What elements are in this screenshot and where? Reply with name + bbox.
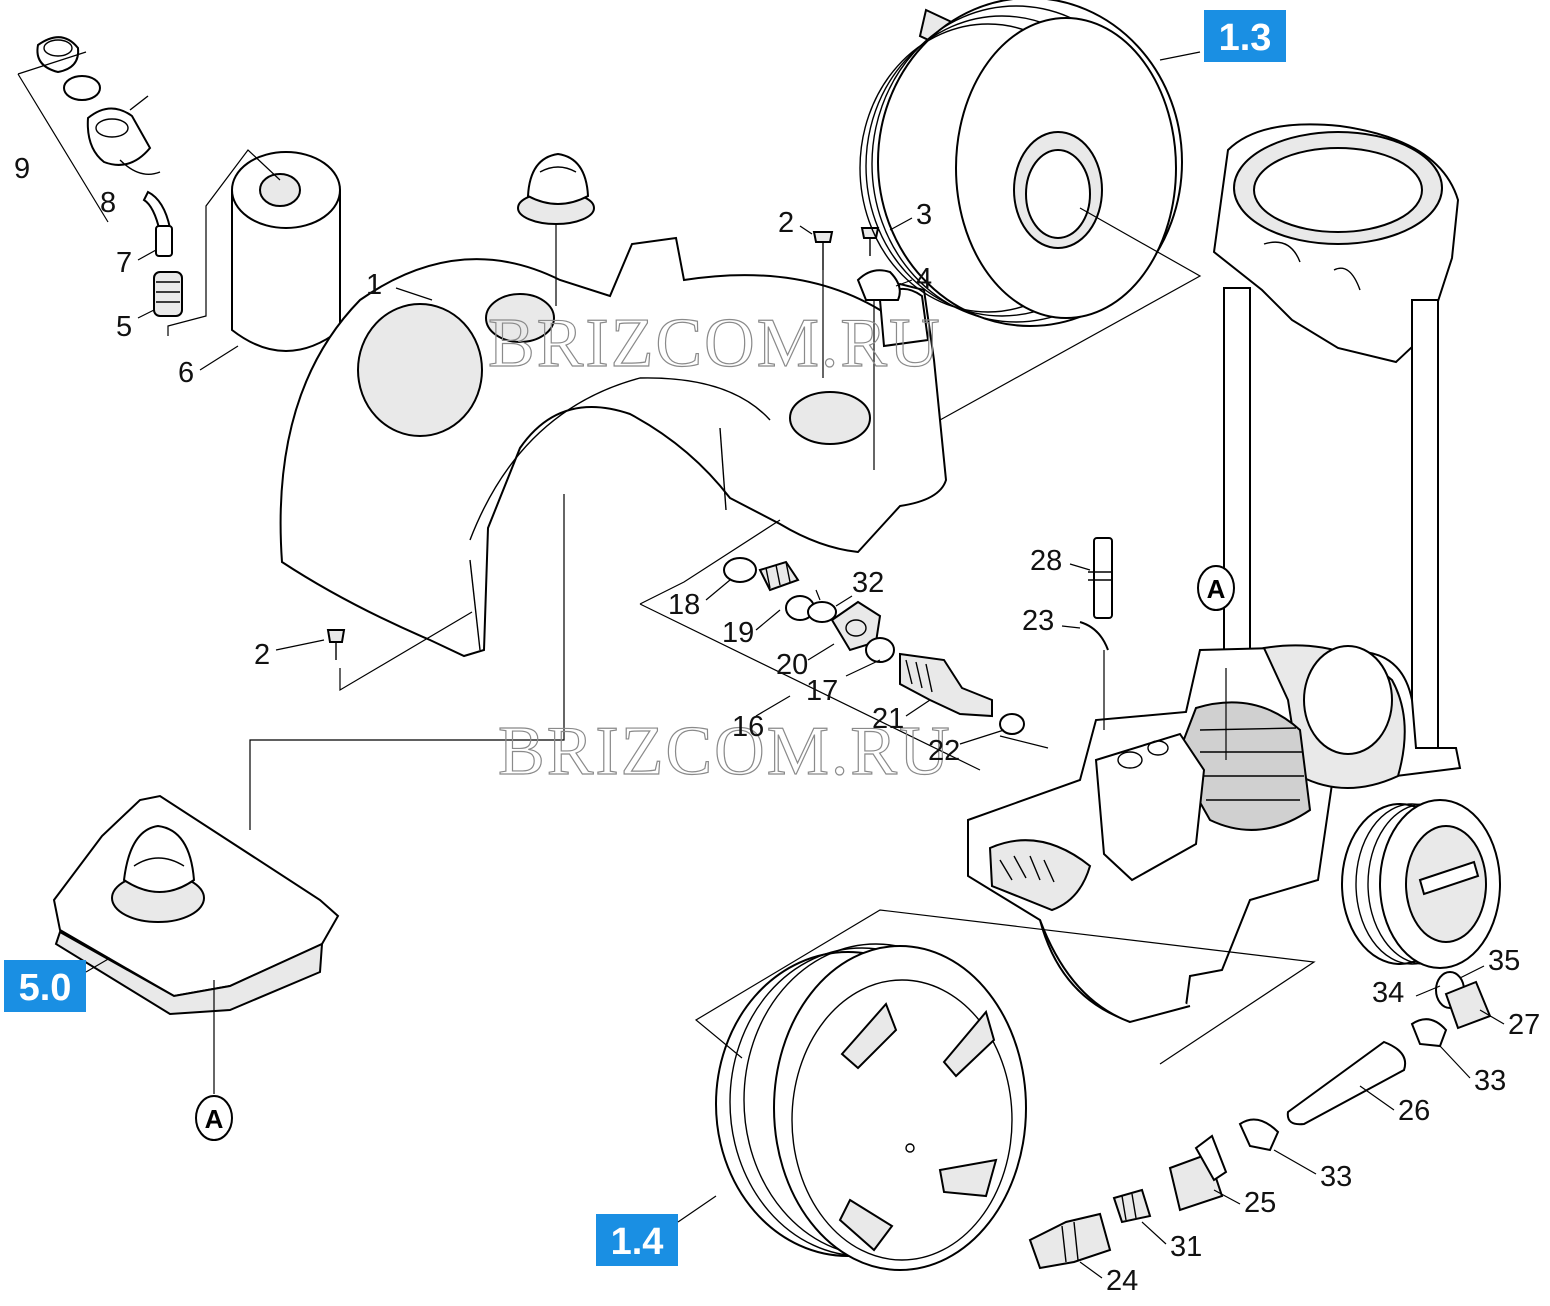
- callout-25: 25: [1244, 1187, 1276, 1219]
- callout-20: 20: [776, 649, 808, 681]
- callout-31: 31: [1170, 1231, 1202, 1263]
- upper-wheel: [859, 0, 1202, 421]
- callout-18: 18: [668, 589, 700, 621]
- callout-22: 22: [928, 735, 960, 767]
- badge-1-3: 1.3: [1204, 10, 1286, 62]
- reference-mark-lower-left-text: A: [205, 1104, 224, 1134]
- callout-9: 9: [14, 153, 30, 185]
- callout-6: 6: [178, 357, 194, 389]
- callout-19: 19: [722, 617, 754, 649]
- valve-cap-assembly: [17, 36, 183, 317]
- callout-26: 26: [1398, 1095, 1430, 1127]
- callout-labels: 1 2 2 3 4 5 6 7 8 9 16 17 18 19 20 21 22…: [14, 153, 1540, 1297]
- pump-motor-frame: [967, 644, 1462, 1024]
- callout-21: 21: [872, 703, 904, 735]
- hose-connection-parts: [1028, 971, 1492, 1270]
- callout-24: 24: [1106, 1265, 1138, 1297]
- callout-7: 7: [116, 247, 132, 279]
- badge-1-3-text: 1.3: [1219, 17, 1272, 59]
- control-box: [52, 494, 565, 1094]
- callout-4: 4: [916, 263, 932, 295]
- callout-1: 1: [366, 269, 382, 301]
- callout-33-lower: 33: [1320, 1161, 1352, 1193]
- callout-8: 8: [100, 187, 116, 219]
- shaft-and-clip: [1079, 537, 1113, 730]
- callout-34: 34: [1372, 977, 1404, 1009]
- watermark-upper: BRIZCOM.RU: [488, 305, 942, 382]
- callout-28: 28: [1030, 545, 1062, 577]
- callout-33-upper: 33: [1474, 1065, 1506, 1097]
- callout-2-top: 2: [778, 207, 794, 239]
- detergent-tank: [167, 149, 341, 352]
- reference-mark-right-text: A: [1207, 574, 1226, 604]
- callout-2-left: 2: [254, 639, 270, 671]
- badge-1-4: 1.4: [596, 1195, 717, 1266]
- callout-17: 17: [806, 675, 838, 707]
- main-housing: [279, 236, 948, 658]
- screws-and-clip: [326, 227, 901, 692]
- badge-5-0: 5.0: [4, 957, 111, 1012]
- watermark-lower: BRIZCOM.RU: [498, 713, 952, 790]
- reference-mark-right: A: [1197, 565, 1235, 611]
- callout-23: 23: [1022, 605, 1054, 637]
- housing-knob: [517, 152, 595, 306]
- reference-mark-lower-left: A: [195, 1095, 233, 1141]
- callout-3: 3: [916, 199, 932, 231]
- badge-1-4-text: 1.4: [611, 1221, 664, 1263]
- valve-parts-group: [639, 519, 1049, 771]
- right-wheel: [1341, 799, 1501, 969]
- callout-35: 35: [1488, 945, 1520, 977]
- callout-16: 16: [732, 711, 764, 743]
- callout-32: 32: [852, 567, 884, 599]
- lower-wheel: [694, 909, 1316, 1271]
- badge-5-0-text: 5.0: [19, 967, 72, 1009]
- callout-27: 27: [1508, 1009, 1540, 1041]
- callout-5: 5: [116, 311, 132, 343]
